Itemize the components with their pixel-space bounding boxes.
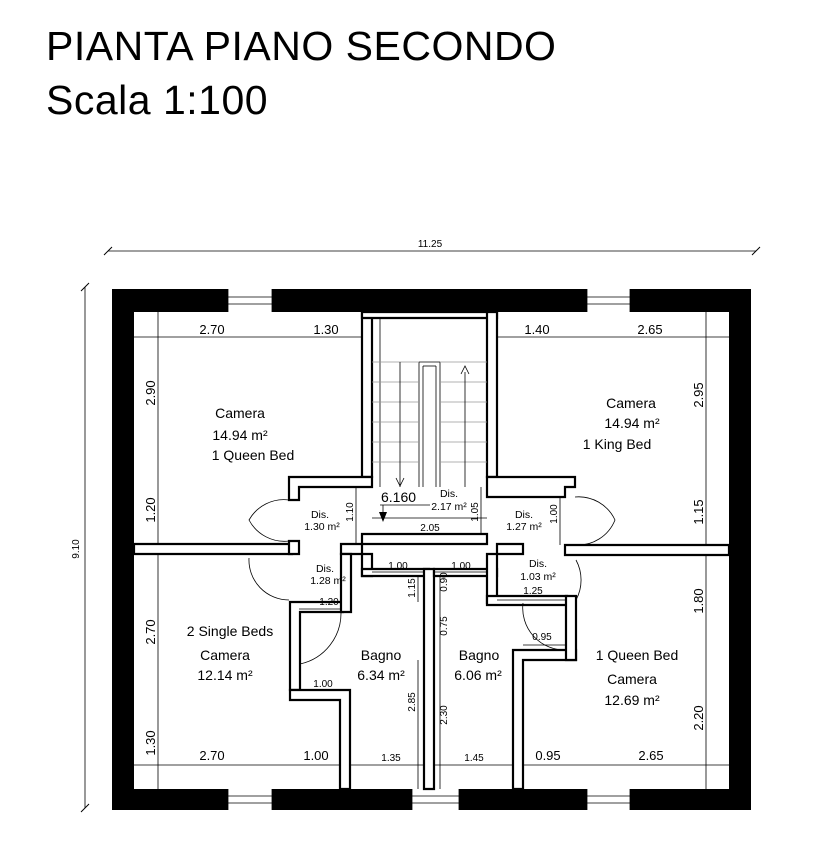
- dim-bagno-w-side: 2.85: [407, 692, 418, 712]
- room-area: 1.30 m²: [304, 521, 340, 533]
- room-dis-center: Dis. 2.17 m²: [431, 488, 467, 513]
- window-south-west: [227, 789, 273, 810]
- room-area: 1.03 m²: [520, 571, 556, 583]
- dim-ne-side-b: 1.15: [691, 499, 706, 524]
- room-area: 2.17 m²: [431, 501, 467, 513]
- room-dis-sw: Dis. 1.28 m²: [310, 563, 346, 587]
- overall-depth-label: 9.10: [71, 539, 82, 559]
- dim-ne-side-a: 2.95: [691, 382, 706, 407]
- dim-se-bot-b: 2.65: [638, 748, 663, 763]
- dim-bagno-e-h2: 0.75: [439, 616, 450, 636]
- room-name: Camera: [607, 671, 657, 687]
- dim-dis-ne-h1: 1.05: [470, 502, 481, 522]
- dim-se-bot-a: 0.95: [535, 748, 560, 763]
- dim-nw-side-a: 2.90: [143, 380, 158, 405]
- dim-dis-nw-h: 1.10: [345, 502, 356, 522]
- room-bed: 1 Queen Bed: [212, 447, 295, 463]
- room-name: Bagno: [361, 647, 402, 663]
- room-bed: 2 Single Beds: [187, 623, 273, 639]
- dim-bagno-w-top: 1.00: [388, 561, 408, 572]
- room-area: 14.94 m²: [604, 415, 660, 431]
- room-name: Dis.: [515, 509, 533, 521]
- room-name: Dis.: [440, 488, 458, 500]
- dim-dis-ne-h2: 1.00: [549, 504, 560, 524]
- dim-sw-side-b: 1.30: [143, 730, 158, 755]
- room-bed: 1 Queen Bed: [596, 647, 679, 663]
- dim-bagno-w-notch: 1.00: [313, 679, 333, 690]
- doors: [248, 496, 616, 665]
- room-bagno-e: Bagno 6.06 m²: [454, 647, 502, 683]
- window-north-east: [586, 289, 631, 312]
- plan-title: PIANTA PIANO SECONDO: [46, 23, 557, 69]
- room-bed: 1 King Bed: [583, 436, 652, 452]
- room-name: Dis.: [311, 509, 329, 521]
- staircase: [372, 318, 487, 487]
- dim-sw-bot-b: 1.00: [303, 748, 328, 763]
- dim-dis-se-w: 1.25: [523, 586, 543, 597]
- dim-se-notch: 0.95: [532, 632, 552, 643]
- room-name: Camera: [606, 395, 656, 411]
- dim-dis-center-w: 2.05: [420, 523, 440, 534]
- room-dis-se: Dis. 1.03 m²: [520, 558, 556, 583]
- exterior-wall: [112, 289, 751, 810]
- overall-width-label: 11.25: [418, 239, 443, 250]
- dim-bagno-w-bot: 1.35: [381, 753, 401, 764]
- room-name: Dis.: [316, 563, 334, 575]
- dim-ne-top-b: 2.65: [637, 322, 662, 337]
- dim-sw-side-a: 2.70: [143, 619, 158, 644]
- window-south-center: [411, 789, 460, 810]
- room-area: 1.28 m²: [310, 575, 346, 587]
- window-north-west: [227, 289, 273, 312]
- plan-scale: Scala 1:100: [46, 77, 269, 123]
- room-camera-nw: Camera 14.94 m² 1 Queen Bed: [212, 405, 295, 463]
- window-south-east: [586, 789, 631, 810]
- room-name: Camera: [200, 647, 250, 663]
- dim-dis-sw-w: 1.20: [319, 597, 339, 608]
- dim-bagno-e-h1: 0.90: [439, 572, 450, 592]
- dim-se-side-b: 2.20: [691, 705, 706, 730]
- room-camera-se: 1 Queen Bed Camera 12.69 m²: [596, 647, 679, 708]
- overall-width-dimension: 11.25: [103, 239, 761, 256]
- room-dis-ne: Dis. 1.27 m²: [506, 509, 542, 533]
- room-name: Bagno: [459, 647, 500, 663]
- room-camera-sw: 2 Single Beds Camera 12.14 m²: [187, 623, 273, 683]
- dim-se-side-a: 1.80: [691, 588, 706, 613]
- room-name: Camera: [215, 405, 265, 421]
- dim-bagno-w-h: 1.15: [407, 578, 418, 598]
- room-name: Dis.: [529, 558, 547, 570]
- level-label: 6.160: [381, 489, 416, 505]
- room-area: 1.27 m²: [506, 521, 542, 533]
- dim-bagno-e-top: 1.00: [451, 561, 471, 572]
- room-camera-ne: Camera 14.94 m² 1 King Bed: [583, 395, 660, 452]
- overall-depth-dimension: 9.10: [71, 282, 90, 813]
- level-marker: 6.160: [379, 489, 430, 522]
- room-area: 12.69 m²: [604, 692, 660, 708]
- dim-bagno-e-bot: 1.45: [464, 753, 484, 764]
- room-bagno-w: Bagno 6.34 m²: [357, 647, 405, 683]
- room-area: 12.14 m²: [197, 667, 253, 683]
- dim-bagno-e-side: 2.30: [439, 705, 450, 725]
- interior-walls: [132, 310, 731, 791]
- interior-dimension-lines: [134, 312, 729, 789]
- dim-sw-bot-a: 2.70: [199, 748, 224, 763]
- dim-ne-top-a: 1.40: [524, 322, 549, 337]
- room-area: 6.34 m²: [357, 667, 405, 683]
- dim-nw-side-b: 1.20: [143, 497, 158, 522]
- room-area: 6.06 m²: [454, 667, 502, 683]
- room-area: 14.94 m²: [212, 427, 268, 443]
- room-dis-nw: Dis. 1.30 m²: [304, 509, 340, 533]
- dim-nw-top-a: 2.70: [199, 322, 224, 337]
- dim-nw-top-b: 1.30: [313, 322, 338, 337]
